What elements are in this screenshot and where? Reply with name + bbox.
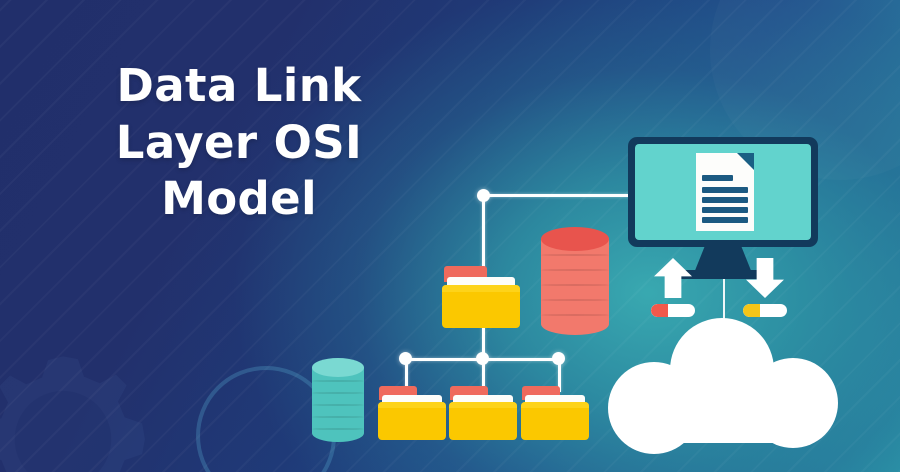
database-body <box>312 367 364 433</box>
monitor-stand-neck <box>694 247 752 273</box>
upload-progress-bar <box>651 304 695 317</box>
connector-drop-3 <box>558 360 561 392</box>
database-seam <box>541 254 609 256</box>
document-line <box>702 175 733 181</box>
folder-front <box>449 402 517 440</box>
database-seam <box>312 428 364 430</box>
database-top <box>312 358 364 377</box>
document-line <box>702 187 748 193</box>
arrow-up-icon <box>654 258 692 298</box>
connector-node-center <box>476 352 489 365</box>
page-fold-corner <box>737 153 754 170</box>
connector-node-left <box>399 352 412 365</box>
document-line <box>702 197 748 203</box>
database-seam <box>541 269 609 271</box>
connector-monitor-to-cloud <box>723 258 725 324</box>
cloud-base <box>622 386 826 443</box>
download-progress-bar <box>743 304 787 317</box>
upload-indicator <box>650 258 696 320</box>
database-seam <box>312 416 364 418</box>
database-bottom-cap <box>312 424 364 442</box>
database-seam <box>312 404 364 406</box>
connector-line-top <box>486 194 701 197</box>
database-seam <box>312 392 364 394</box>
folder-front <box>378 402 446 440</box>
database-seam <box>312 380 364 382</box>
connector-node-top <box>477 189 490 202</box>
database-seam <box>541 314 609 316</box>
connector-drop-2 <box>482 360 485 392</box>
download-progress-fill <box>743 304 760 317</box>
document-line <box>702 207 748 213</box>
monitor-stand-base <box>674 270 772 279</box>
folder-parent <box>442 266 520 328</box>
document-line <box>702 217 748 223</box>
database-red <box>541 227 609 335</box>
folder-child-3 <box>521 386 589 440</box>
folder-child-2 <box>449 386 517 440</box>
connector-drop-1 <box>405 360 408 392</box>
connector-node-right <box>552 352 565 365</box>
folder-front <box>521 402 589 440</box>
database-body <box>541 238 609 324</box>
folder-child-1 <box>378 386 446 440</box>
gear-icon <box>0 356 145 472</box>
database-seam <box>541 299 609 301</box>
database-seam <box>541 284 609 286</box>
database-top <box>541 227 609 251</box>
download-indicator <box>742 258 788 320</box>
cloud-storage-icon <box>608 318 838 454</box>
upload-progress-fill <box>651 304 668 317</box>
document-file-icon <box>696 153 754 231</box>
page-title: Data Link Layer OSI Model <box>115 59 363 226</box>
folder-front <box>442 284 520 328</box>
database-teal <box>312 358 364 442</box>
database-bottom-cap <box>541 313 609 335</box>
arrow-down-icon <box>746 258 784 298</box>
desktop-monitor <box>628 137 818 279</box>
